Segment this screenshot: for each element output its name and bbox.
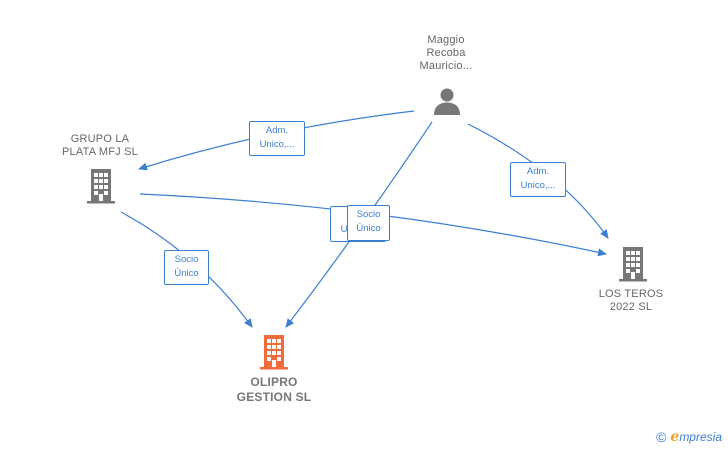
node-label-line: OLIPRO [250,375,298,389]
edge-label-line: Único [356,223,381,234]
edge-label-line: Unico,... [259,139,295,150]
building-icon[interactable] [86,168,116,204]
node-label-grupo[interactable]: GRUPO LA PLATA MFJ SL [50,133,150,159]
building-icon[interactable] [259,334,289,370]
node-label-line: LOS TEROS [598,288,664,300]
edge-label-line: Socio [356,209,381,220]
node-label-line: 2022 SL [609,301,653,313]
edge-label-line: Unico,... [520,180,556,191]
edge-label-line: Adm. [526,166,550,177]
edge-label-grupo-losteros[interactable]: Socio Único [347,205,390,241]
node-label-line: Mauricio... [419,60,473,72]
node-label-line: Maggio [427,34,465,46]
edge-label-maggio-losteros[interactable]: Adm. Unico,... [510,162,566,197]
edge-label-line: Único [174,268,199,279]
edge-label-maggio-grupo[interactable]: Adm. Unico,... [249,121,305,156]
node-label-line: GESTION SL [236,390,312,404]
edge-label-line: Socio [174,254,199,265]
edge-label-line: Adm. [265,125,289,136]
node-label-losteros[interactable]: LOS TEROS 2022 SL [585,288,677,314]
node-label-line: Recoba [426,47,466,59]
node-label-maggio[interactable]: Maggio Recoba Mauricio... [404,34,488,73]
node-label-olipro[interactable]: OLIPRO GESTION SL [218,375,330,405]
building-icon[interactable] [618,246,648,282]
brand-logo-initial: e [670,429,680,445]
node-label-line: GRUPO LA [70,133,130,145]
copyright-icon: © [656,429,667,445]
node-label-line: PLATA MFJ SL [62,146,138,158]
brand-footer[interactable]: © e mpresia [656,429,722,445]
edge-label-grupo-olipro[interactable]: Socio Único [164,250,209,285]
person-icon[interactable] [432,86,462,116]
brand-logo-text: mpresia [679,430,722,444]
